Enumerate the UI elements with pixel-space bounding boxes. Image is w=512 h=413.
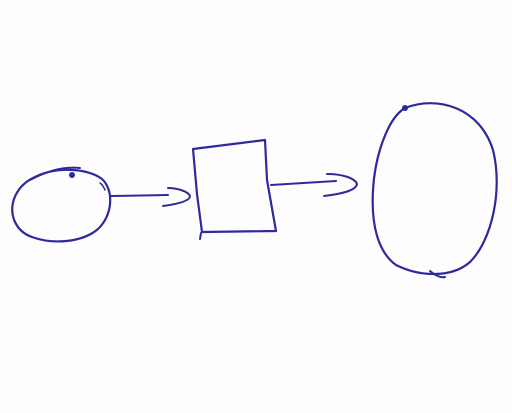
pen-dot bbox=[69, 172, 75, 178]
node-end-oval bbox=[371, 102, 498, 279]
arrowhead bbox=[162, 187, 191, 207]
edge-process-to-end bbox=[270, 173, 358, 197]
pen-dot bbox=[402, 105, 408, 111]
node-process-rectangle bbox=[191, 138, 278, 240]
node-start-circle bbox=[11, 166, 112, 243]
edge-start-to-process bbox=[109, 187, 191, 207]
arrowhead bbox=[323, 173, 358, 197]
